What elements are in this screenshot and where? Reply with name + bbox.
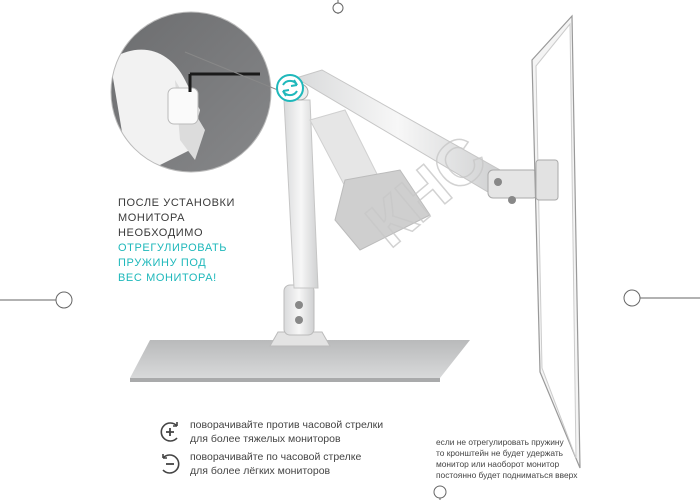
note-line: постоянно будет подниматься вверх: [436, 470, 578, 480]
callout-highlight-line: ВЕС МОНИТОРА!: [118, 272, 217, 284]
callout-line: МОНИТОРА: [118, 212, 186, 224]
legend-cw: поворачивайте по часовой стрелке для бол…: [158, 450, 361, 478]
spring-warning-note: если не отрегулировать пружину то кроншт…: [436, 437, 601, 481]
legend-ccw: поворачивайте против часовой стрелки для…: [158, 418, 383, 446]
callout-highlight-line: ПРУЖИНУ ПОД: [118, 257, 207, 269]
rotate-cw-minus-icon: [162, 454, 180, 474]
adjust-spring-callout: ПОСЛЕ УСТАНОВКИ МОНИТОРА НЕОБХОДИМО ОТРЕ…: [118, 196, 243, 286]
rotate-ccw-plus-icon: [160, 422, 178, 442]
callout-line: ПОСЛЕ УСТАНОВКИ: [118, 197, 236, 209]
desk-surface: [130, 340, 470, 378]
legend-cw-line2: для более лёгких мониторов: [190, 465, 331, 477]
callout-line: НЕОБХОДИМО: [118, 227, 204, 239]
legend-cw-line1: поворачивайте по часовой стрелке: [190, 451, 362, 463]
rotate-arrow-icon: [276, 74, 304, 102]
note-line: то кронштейн не будет удержать: [436, 448, 564, 458]
callout-highlight-line: ОТРЕГУЛИРОВАТЬ: [118, 242, 228, 254]
legend-ccw-line1: поворачивайте против часовой стрелки: [190, 419, 384, 431]
zoom-detail: [111, 12, 271, 172]
note-line: монитор или наоборот монитор: [436, 459, 560, 469]
note-line: если не отрегулировать пружину: [436, 437, 564, 447]
legend-ccw-line2: для более тяжелых мониторов: [190, 433, 341, 445]
